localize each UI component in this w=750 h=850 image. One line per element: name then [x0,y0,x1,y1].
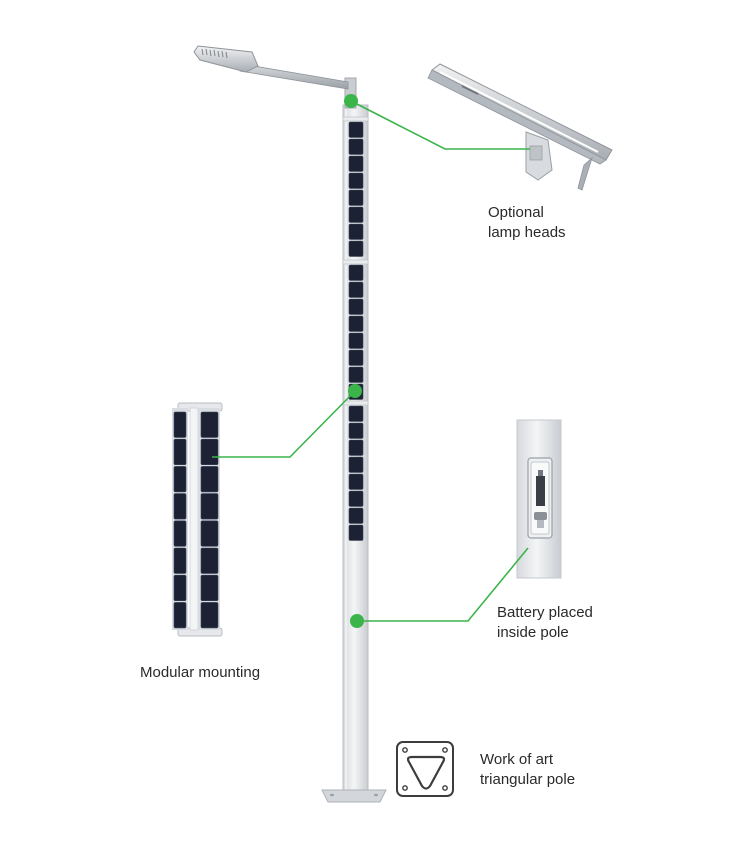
solar-cell [348,366,364,383]
solar-cell [348,223,364,240]
solar-cell [173,493,187,520]
solar-cell [348,405,364,422]
solar-cell [173,411,187,438]
solar-cell [200,547,219,574]
label-line: inside pole [497,624,569,641]
solar-cell [348,281,364,298]
solar-cell [173,438,187,466]
solar-cell [348,473,364,490]
pole-arm-with-lamp [193,45,357,109]
solar-cell [200,520,219,547]
label-line: Battery placed [497,604,593,621]
solar-cell [173,574,187,602]
battery-block [536,476,545,506]
label-triangular-pole: Work of art triangular pole [480,750,575,790]
solar-cell [200,574,219,602]
label-optional-lamp-heads: Optional lamp heads [488,203,566,243]
solar-cell [200,411,219,438]
label-modular-mounting: Modular mounting [140,664,261,681]
pole-base-plate [321,789,387,803]
solar-cell [348,439,364,456]
solar-cell [173,547,187,574]
triangular-pole-icon [396,741,454,797]
solar-cell [348,422,364,439]
optional-lamp-head-illustration [427,63,613,191]
solar-cell [348,524,364,541]
street-lamp-head [193,45,259,73]
callout-dot-lamp [344,94,358,108]
solar-cell [200,493,219,520]
solar-cell [348,264,364,281]
solar-cell [348,507,364,524]
solar-cell [348,155,364,172]
callout-dot-modular [348,384,362,398]
solar-cell [348,172,364,189]
label-battery-inside-pole: Battery placed inside pole [497,603,593,643]
solar-cell [348,490,364,507]
callout-line-battery [357,547,529,622]
solar-cell [348,121,364,138]
label-line: Optional [488,204,544,221]
label-line: lamp heads [488,224,566,241]
solar-cell [348,138,364,155]
solar-cell [348,298,364,315]
callout-dot-battery [350,614,364,628]
panel-module-separator [342,259,369,265]
solar-cell [173,602,187,629]
callout-line-lamp [350,100,530,150]
solar-cell [348,349,364,366]
solar-cell [348,315,364,332]
modular-mounting-illustration [172,402,223,637]
callout-lines [212,94,530,628]
solar-cell [348,332,364,349]
solar-cell [173,466,187,493]
solar-cell [348,206,364,223]
solar-cell [348,240,364,257]
label-line: Work of art [480,751,554,768]
solar-cell [200,602,219,629]
solar-cell [173,520,187,547]
solar-cell [200,438,219,466]
panel-module-separator [342,116,369,122]
solar-cell [200,466,219,493]
solar-cell [348,456,364,473]
callout-line-modular [212,390,356,458]
label-line: triangular pole [480,771,576,788]
panel-module-separator [342,400,369,406]
solar-cell [348,189,364,206]
